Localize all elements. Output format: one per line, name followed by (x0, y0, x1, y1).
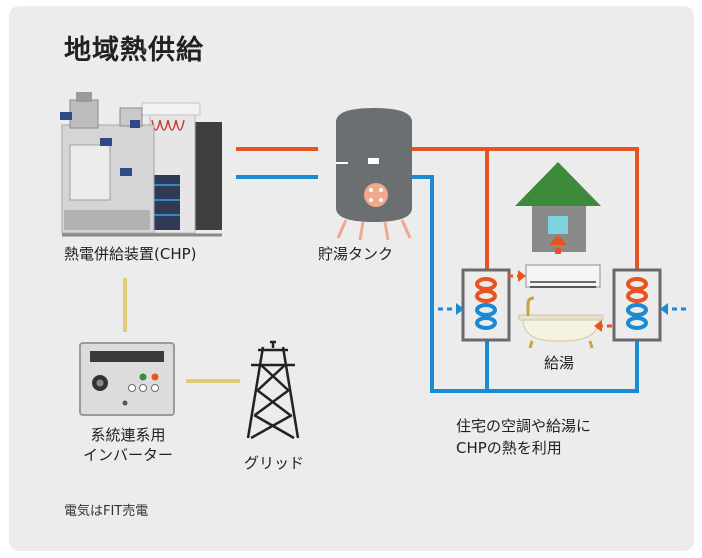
cold-pipe (236, 175, 639, 393)
grid-label: グリッド (244, 454, 305, 472)
usage-note-line1: 住宅の空調や給湯に (456, 417, 592, 435)
usage-note: 住宅の空調や給湯に CHPの熱を利用 (456, 415, 591, 459)
inverter-label-line2: インバーター (82, 446, 173, 464)
chp-label: 熱電併給装置(CHP) (64, 245, 197, 263)
air-conditioner-icon (525, 264, 601, 288)
diagram-title: 地域熱供給 (64, 35, 204, 66)
electric-lines (123, 278, 240, 383)
heat-to-ac-arrowhead (518, 270, 526, 282)
heat-exchanger-coil-icon (461, 268, 511, 342)
hot-water-label: 給湯 (544, 354, 575, 372)
inverter-box-icon (79, 342, 175, 416)
heat-to-bath-arrowhead (594, 320, 602, 332)
usage-note-line2: CHPの熱を利用 (456, 439, 562, 457)
heat-exchanger-coil-icon (612, 268, 662, 342)
heat-to-house-arrow (549, 235, 567, 254)
bathtub-icon (518, 296, 604, 349)
chp-machine-icon (60, 92, 222, 237)
inverter-label: 系統連系用 インバーター (68, 425, 188, 465)
cold-inflow-arrowhead-left (456, 303, 464, 315)
inverter-label-line1: 系統連系用 (90, 426, 166, 444)
tank-label: 貯湯タンク (318, 245, 394, 263)
power-tower-icon (246, 340, 300, 440)
fit-note: 電気はFIT売電 (64, 504, 149, 519)
hot-pipe (236, 147, 639, 270)
cold-inflow-arrowhead-right (660, 303, 668, 315)
hot-water-tank-icon (336, 108, 412, 241)
